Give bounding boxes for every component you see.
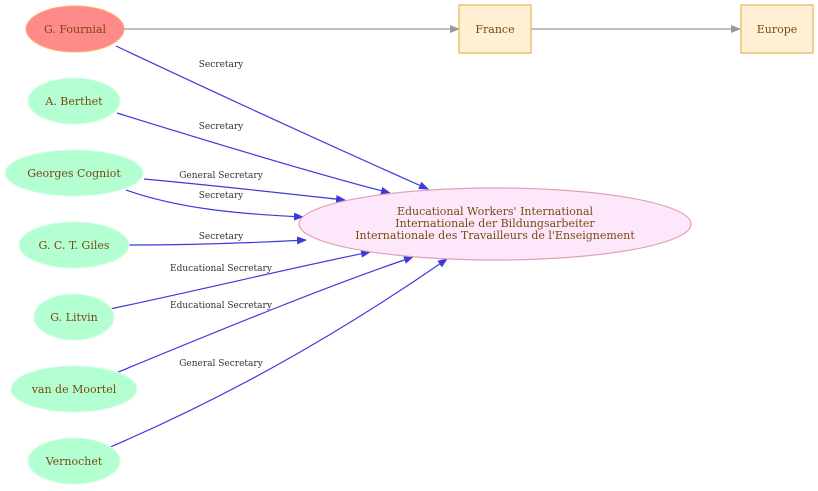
node-vernochet[interactable]: Vernochet xyxy=(27,437,121,485)
node-label-cogniot: Georges Cogniot xyxy=(27,167,121,180)
edge-label-cogniot-general: General Secretary xyxy=(179,171,263,181)
node-label-moortel: van de Moortel xyxy=(31,383,117,396)
node-label-fournial: G. Fournial xyxy=(44,23,107,36)
org-label-line3: Internationale des Travailleurs de l'Ens… xyxy=(355,229,635,242)
node-moortel[interactable]: van de Moortel xyxy=(10,365,138,413)
org-label-line2: Internationale der Bildungsarbeiter xyxy=(395,217,595,230)
node-label-litvin: G. Litvin xyxy=(50,311,97,324)
edge-label-berthet: Secretary xyxy=(199,122,244,132)
node-europe[interactable]: Europe xyxy=(740,4,814,54)
edge-label-cogniot-secretary: Secretary xyxy=(199,191,244,201)
node-label-europe: Europe xyxy=(757,23,798,36)
edge-fournial-org: Secretary xyxy=(115,45,429,190)
edge-label-vernochet: General Secretary xyxy=(179,359,263,369)
node-berthet[interactable]: A. Berthet xyxy=(27,77,121,125)
edge-label-litvin: Educational Secretary xyxy=(170,264,273,274)
node-label-giles: G. C. T. Giles xyxy=(38,239,109,252)
edge-vernochet-org: General Secretary xyxy=(107,258,448,449)
edge-litvin-org: Educational Secretary xyxy=(109,249,371,310)
edge-giles-org: Secretary xyxy=(128,232,307,246)
edge-cogniot-org-general: General Secretary xyxy=(143,171,346,204)
edge-cogniot-org-secretary: Secretary xyxy=(125,189,304,221)
edge-moortel-org: Educational Secretary xyxy=(115,256,414,374)
node-giles[interactable]: G. C. T. Giles xyxy=(18,221,130,269)
node-organization[interactable]: Educational Workers' International Inter… xyxy=(298,187,692,261)
edge-label-giles: Secretary xyxy=(199,232,244,242)
edge-berthet-org: Secretary xyxy=(116,112,391,195)
edge-label-moortel: Educational Secretary xyxy=(170,301,273,311)
node-label-france: France xyxy=(475,23,514,36)
org-label-line1: Educational Workers' International xyxy=(397,205,594,218)
edge-label-fournial: Secretary xyxy=(199,60,244,70)
node-france[interactable]: France xyxy=(458,4,532,54)
node-label-vernochet: Vernochet xyxy=(45,455,103,468)
node-label-berthet: A. Berthet xyxy=(44,95,103,108)
node-litvin[interactable]: G. Litvin xyxy=(33,293,115,341)
node-fournial[interactable]: G. Fournial xyxy=(25,5,125,53)
node-cogniot[interactable]: Georges Cogniot xyxy=(4,149,144,197)
